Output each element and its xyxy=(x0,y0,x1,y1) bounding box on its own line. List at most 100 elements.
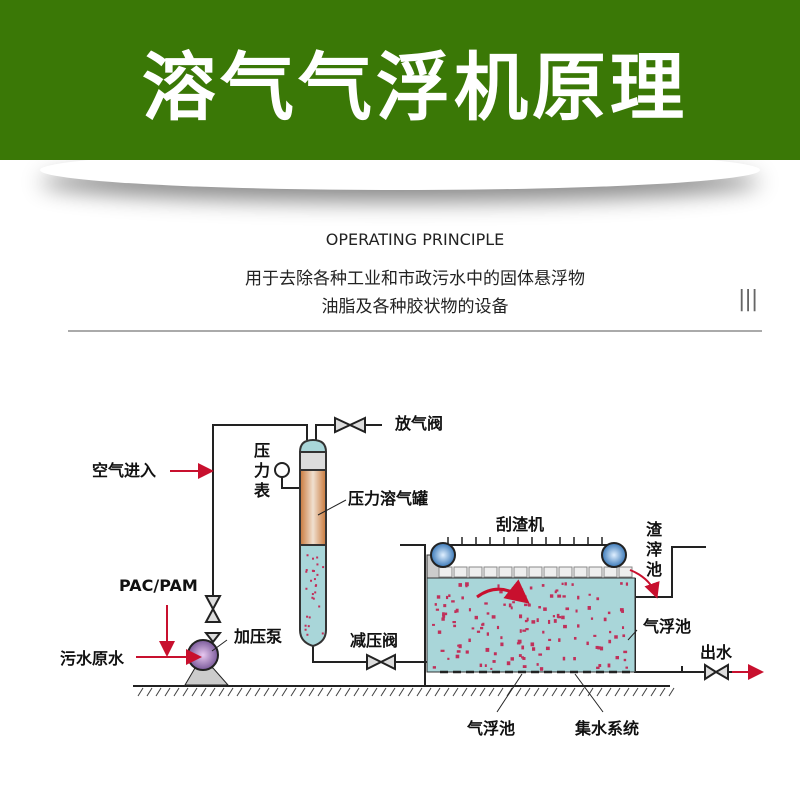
bubble-dot xyxy=(577,595,580,600)
bubble-dot xyxy=(519,614,523,619)
pump-valve-icon xyxy=(204,595,222,623)
bubble-dot xyxy=(553,619,557,623)
bubble-dot xyxy=(561,582,564,586)
bubble-dot xyxy=(512,601,515,604)
bubble-dot xyxy=(562,595,566,598)
ground-hatch xyxy=(578,687,585,697)
bubble-dot xyxy=(531,620,536,624)
gauge-label-2: 力 xyxy=(254,461,270,480)
bubble-dot xyxy=(621,626,625,630)
bubble-dot xyxy=(432,623,435,626)
bubble-dot xyxy=(442,612,445,617)
bubble-dot xyxy=(443,604,447,608)
bubble-dot xyxy=(621,609,625,613)
bubble-dot xyxy=(563,624,567,629)
ground-hatch xyxy=(335,687,342,697)
scraper-roller-left-icon xyxy=(430,542,456,568)
ground-hatch xyxy=(299,687,306,697)
gauge-label-1: 压 xyxy=(254,441,270,460)
bubble-dot xyxy=(486,612,490,615)
bubble-dot xyxy=(530,642,535,647)
ground-hatch xyxy=(596,687,603,697)
bubble-dot xyxy=(312,597,315,600)
bubble-dot xyxy=(493,652,497,656)
bubble-dot xyxy=(480,626,484,630)
ground-hatch xyxy=(434,687,441,697)
bubble-dot xyxy=(304,628,307,631)
bubble-dot xyxy=(541,584,545,587)
vent-pipe xyxy=(315,424,382,440)
ground-hatch xyxy=(551,687,558,697)
bubble-dot xyxy=(529,586,533,590)
bubble-dot xyxy=(562,656,566,661)
bubble-dot xyxy=(308,616,311,619)
ground-hatch xyxy=(371,687,378,697)
bubble-dot xyxy=(484,664,487,667)
bubble-dot xyxy=(625,666,628,669)
bubble-dot xyxy=(305,587,308,590)
bubble-dot xyxy=(490,667,493,670)
bubble-dot xyxy=(519,588,524,592)
bubble-dot xyxy=(556,613,560,618)
scraper-tile xyxy=(453,566,468,578)
bubble-dot xyxy=(625,582,629,586)
page-title: 溶气气浮机原理 xyxy=(142,45,688,131)
bubble-dot xyxy=(526,617,529,622)
outlet-label: 出水 xyxy=(700,643,733,662)
bubble-dot xyxy=(521,645,525,650)
pump-label: 加压泵 xyxy=(233,627,282,646)
gauge-pipe xyxy=(281,477,300,489)
scraper-tile xyxy=(603,566,618,578)
ground-hatch xyxy=(407,687,414,697)
float-tank-right-label: 气浮池 xyxy=(642,617,691,636)
bubble-dot xyxy=(599,646,604,651)
pac-pam-label: PAC/PAM xyxy=(119,576,198,595)
bubble-dot xyxy=(561,615,565,620)
bubble-dot xyxy=(458,583,462,587)
subtitle-english: OPERATING PRINCIPLE xyxy=(325,230,505,249)
bubble-dot xyxy=(622,634,626,638)
ground-hatch xyxy=(236,687,243,697)
scraper-tile xyxy=(498,566,513,578)
bubble-dot xyxy=(315,584,318,587)
ground-hatch xyxy=(515,687,522,697)
description-line-1: 用于去除各种工业和市政污水中的固体悬浮物 xyxy=(245,269,585,289)
bubble-dot xyxy=(486,632,489,636)
bubble-dot xyxy=(452,620,456,624)
bubble-dot xyxy=(312,557,315,560)
bubble-dot xyxy=(435,608,440,611)
bubble-dot xyxy=(461,596,464,600)
scraper-tile xyxy=(483,566,498,578)
bubble-dot xyxy=(524,603,528,607)
bubble-dot xyxy=(311,596,314,599)
ground-hatch xyxy=(263,687,270,697)
ground-hatch xyxy=(542,687,549,697)
ground-hatch xyxy=(479,687,486,697)
pressure-gauge-icon xyxy=(274,462,290,478)
vent-valve-label: 放气阀 xyxy=(394,414,443,433)
ground-hatch xyxy=(326,687,333,697)
ground-hatch xyxy=(641,687,648,697)
scraper-tile xyxy=(573,566,588,578)
reducing-valve-label: 减压阀 xyxy=(350,631,398,650)
bubble-dot xyxy=(497,584,500,588)
ground-hatch xyxy=(209,687,216,697)
bubble-dot xyxy=(508,603,512,608)
bubble-dot xyxy=(564,582,567,586)
bubble-dot xyxy=(558,638,561,642)
ground-hatch xyxy=(614,687,621,697)
float-bottom-leader xyxy=(496,673,523,713)
bubble-dot xyxy=(538,605,541,609)
bubble-dot xyxy=(525,628,529,631)
air-in-label: 空气进入 xyxy=(92,461,156,480)
bubble-dot xyxy=(503,603,506,606)
bubble-dot xyxy=(575,609,578,613)
bubble-dot xyxy=(321,632,324,635)
gauge-label-3: 表 xyxy=(253,481,271,500)
ground-hatch xyxy=(533,687,540,697)
bubble-dot xyxy=(555,589,559,592)
pressure-tank xyxy=(299,438,327,648)
bubble-dot xyxy=(510,657,514,661)
ground-hatch xyxy=(191,687,198,697)
